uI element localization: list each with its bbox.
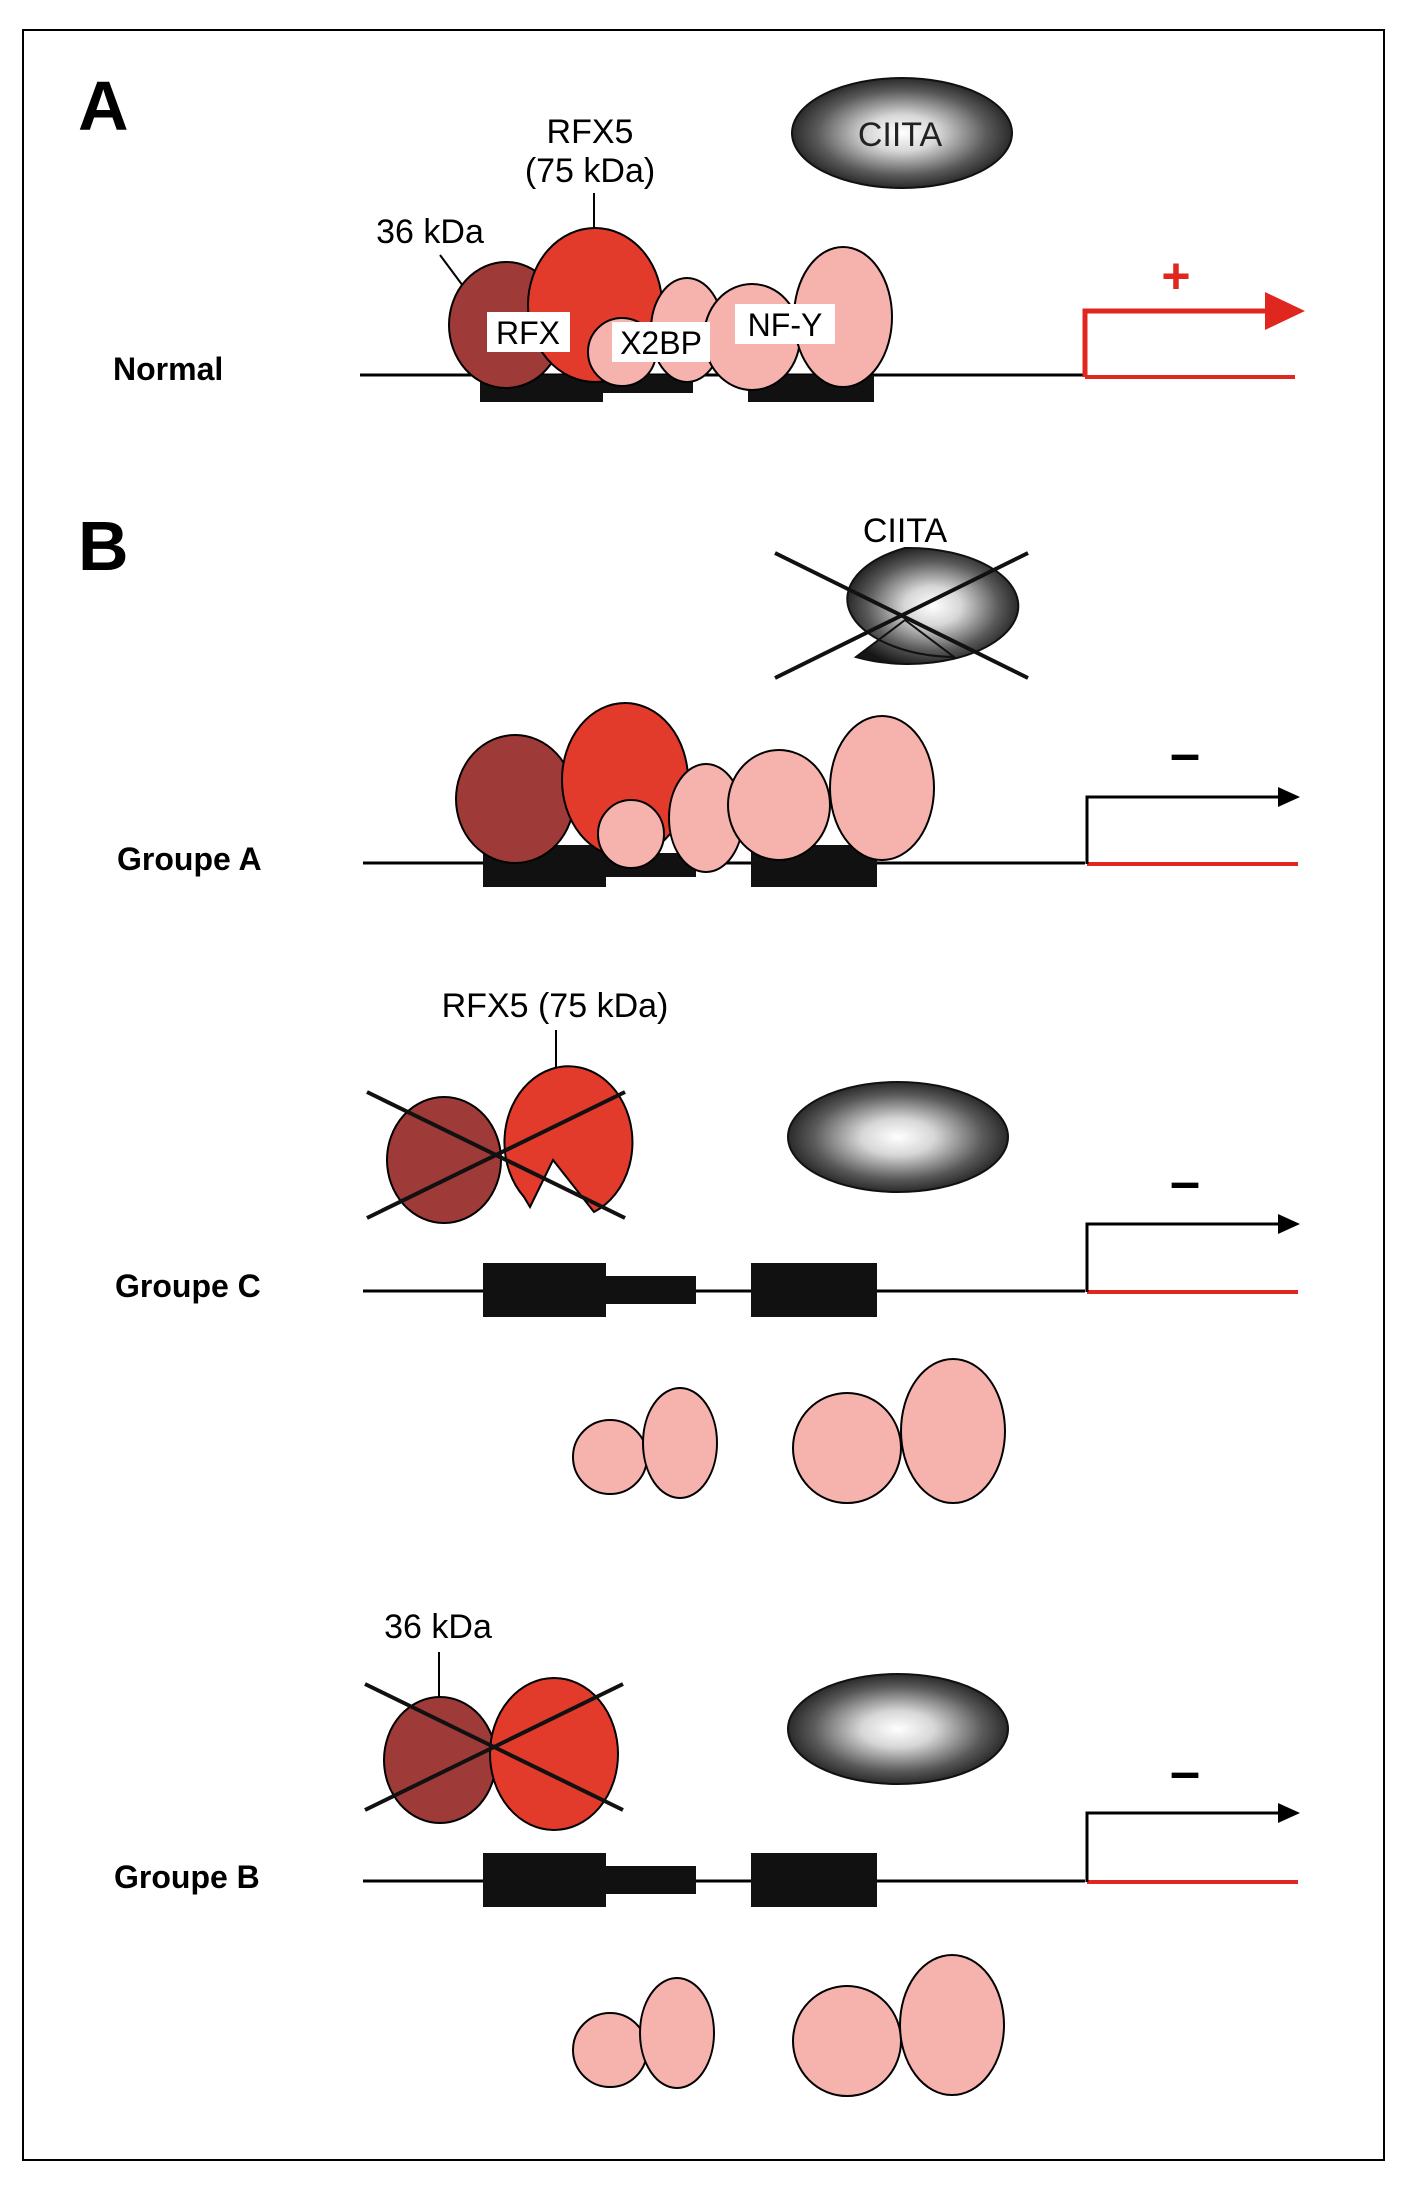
groupe-b-nfy-2: [899, 1954, 1005, 2096]
normal-row-label: Normal: [113, 351, 223, 387]
groupe-b-sign: –: [1170, 1742, 1200, 1802]
ciita-mutant-ellipse: [846, 546, 1020, 665]
groupe-c-x-box: [483, 1263, 606, 1317]
panel-a: A CIITA RFX5 (75 kDa) 36 kDa RFX X2BP NF…: [78, 67, 1305, 402]
groupe-c-x2bp-small: [572, 1419, 648, 1495]
groupe-b-label: Groupe B: [114, 1859, 260, 1895]
groupe-a-start-arrow: [1085, 795, 1278, 864]
figure-frame: [22, 29, 1385, 2161]
groupe-c-ciita: [787, 1081, 1009, 1193]
panel-b-letter: B: [78, 507, 129, 585]
groupe-b-x2-box: [606, 1866, 696, 1894]
activation-sign: +: [1161, 248, 1190, 304]
groupe-c-x2-box: [606, 1276, 696, 1304]
groupe-b-cross-line-2: [364, 1682, 624, 1812]
groupe-c-nfy-1: [792, 1392, 902, 1504]
rfx5-name-label: RFX5: [547, 113, 634, 151]
groupe-c-arrow-head: [1278, 1214, 1300, 1234]
groupe-c-rfx-36kda: [386, 1096, 502, 1224]
nfy-label: NF-Y: [748, 307, 823, 343]
groupe-c-label: Groupe C: [115, 1268, 261, 1304]
ciita-cross-line-2: [774, 551, 1029, 680]
groupe-b-arrow-head: [1278, 1803, 1300, 1823]
start-arrow: [1082, 308, 1265, 377]
groupe-c-cross-line-2: [366, 1090, 626, 1220]
ciita-ellipse: [791, 77, 1013, 189]
x2bp-label: X2BP: [620, 325, 702, 361]
groupe-b-x2bp-small: [572, 2012, 648, 2088]
ciita-mutant-label: CIITA: [863, 512, 948, 550]
groupe-a-label: Groupe A: [117, 841, 262, 877]
groupe-c-nfy-2: [900, 1358, 1006, 1504]
groupe-b-start-arrow: [1085, 1811, 1278, 1882]
groupe-b-nfy-1: [792, 1985, 902, 2097]
groupe-a-nfy-2: [829, 715, 935, 861]
nfy-label-box: [735, 304, 835, 344]
start-arrow-head: [1265, 292, 1305, 330]
rfx5-weight-label: (75 kDa): [525, 152, 655, 190]
groupe-b-x2bp: [639, 1977, 715, 2089]
groupe-a-nfy-1: [727, 749, 831, 861]
groupe-b-y-box: [751, 1853, 877, 1907]
groupe-a-arrow-head: [1278, 787, 1300, 807]
groupe-a-x2bp-small: [597, 799, 665, 869]
groupe-b-x-box: [483, 1853, 606, 1907]
groupe-c-row: RFX5 (75 kDa) Groupe C –: [115, 987, 1300, 1504]
groupe-a-sign: –: [1170, 724, 1200, 784]
groupe-b-rfx-36kda: [383, 1696, 497, 1824]
rfx-label: RFX: [496, 315, 560, 351]
p36-label: 36 kDa: [376, 213, 484, 251]
panel-b: B CIITA Groupe A – RFX5 (75 kDa): [78, 507, 1300, 2097]
groupe-c-y-box: [751, 1263, 877, 1317]
groupe-c-rfx5-label: RFX5 (75 kDa): [442, 987, 669, 1025]
groupe-b-row: 36 kDa Groupe B –: [114, 1608, 1300, 2097]
ciita-label: CIITA: [858, 116, 943, 154]
groupe-b-p36-label: 36 kDa: [384, 1608, 492, 1646]
groupe-c-sign: –: [1170, 1152, 1200, 1212]
panel-a-letter: A: [78, 67, 129, 145]
groupe-c-start-arrow: [1085, 1222, 1278, 1292]
groupe-a-row: Groupe A –: [117, 702, 1300, 887]
x2bp-label-box: [612, 322, 710, 362]
groupe-a-rfx-36kda: [455, 734, 575, 864]
groupe-b-ciita: [787, 1673, 1009, 1785]
groupe-c-x2bp: [642, 1387, 718, 1499]
rfx-label-box: [487, 312, 570, 352]
